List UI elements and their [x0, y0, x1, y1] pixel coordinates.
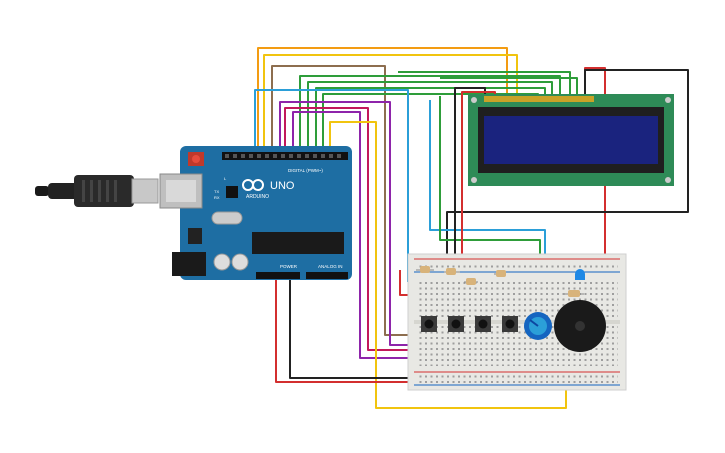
wire-red-power[interactable]	[275, 275, 420, 383]
wire-black-lcd[interactable]	[446, 69, 689, 266]
wire-green-lcd-a[interactable]	[398, 71, 571, 96]
pushbutton-icon	[421, 316, 437, 332]
analog-header[interactable]	[306, 272, 348, 279]
pushbutton-icon	[448, 316, 464, 332]
microcontroller-chip	[252, 232, 344, 254]
piezo-buzzer-icon[interactable]	[554, 300, 606, 352]
resistor-icon	[444, 268, 460, 275]
wire-black-power[interactable]	[289, 275, 420, 379]
resistor-icon	[494, 270, 506, 277]
arduino-uno-board[interactable]: UNO ARDUINO DIGITAL (PWM~) POWER ANALOG …	[159, 146, 352, 280]
tx-led-label: TX	[214, 189, 219, 194]
lcd-16x2[interactable]	[468, 94, 674, 186]
arduino-label: ARDUINO	[246, 194, 269, 200]
potentiometer-icon[interactable]	[524, 312, 552, 340]
wire-green-1[interactable]	[299, 75, 561, 151]
wire-green-lcd-b[interactable]	[440, 77, 578, 96]
wire-magenta[interactable]	[284, 107, 440, 351]
digital-label: DIGITAL (PWM~)	[288, 168, 323, 173]
pushbutton-icon	[502, 316, 518, 332]
lcd-screen	[484, 116, 658, 164]
power-header[interactable]	[256, 272, 300, 279]
wire-brown-top[interactable]	[271, 65, 430, 336]
power-label: POWER	[280, 264, 298, 269]
l-led-label: L	[224, 176, 227, 181]
wire-blue[interactable]	[254, 89, 409, 282]
wire-purple[interactable]	[292, 111, 500, 359]
wire-yellow-bottom[interactable]	[329, 121, 567, 409]
resistor-icon	[464, 278, 478, 285]
led-icon[interactable]	[575, 269, 585, 280]
resistors[interactable]	[416, 266, 584, 297]
usb-cable-icon[interactable]	[35, 175, 159, 207]
uno-label: UNO	[270, 180, 295, 192]
pushbuttons[interactable]	[421, 316, 518, 332]
analog-label: ANALOG IN	[318, 264, 343, 269]
resistor-icon	[564, 290, 584, 297]
arduino-logo-icon	[242, 179, 264, 191]
rx-led-label: RX	[214, 195, 220, 200]
pushbutton-icon	[475, 316, 491, 332]
resistor-icon	[416, 266, 434, 273]
wire-green-3[interactable]	[315, 87, 546, 151]
wire-green-2[interactable]	[307, 81, 553, 151]
lcd-pin-header[interactable]	[484, 96, 594, 102]
